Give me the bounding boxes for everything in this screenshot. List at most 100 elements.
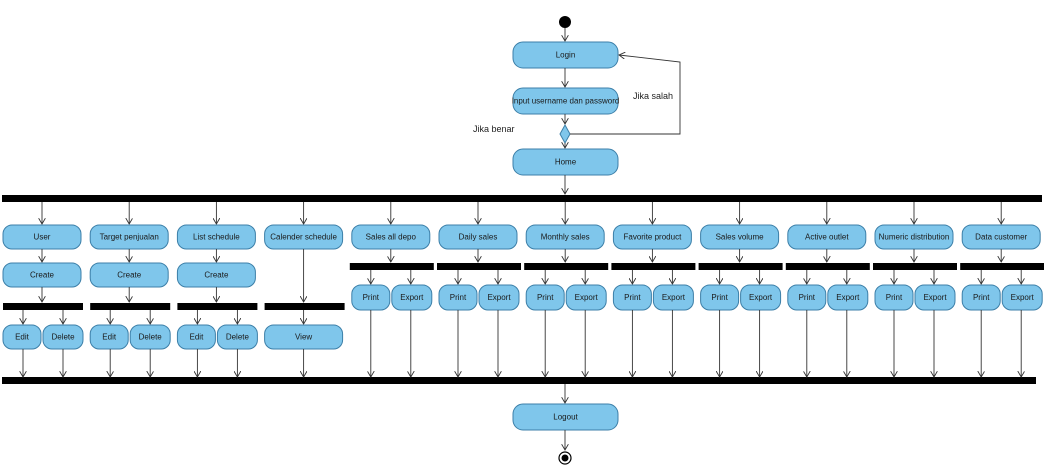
print-numeric-distribution-label: Print	[886, 293, 903, 302]
menu-daily-sales-label: Daily sales	[459, 233, 498, 242]
create-list-schedule[interactable]: Create	[176, 262, 256, 288]
menu-calender-schedule-label: Calender schedule	[270, 233, 337, 242]
fork-bar-list-schedule	[177, 303, 258, 310]
activity-login-label: Login	[556, 51, 576, 60]
fork-bar-active-outlet	[785, 263, 870, 270]
export-favorite-product[interactable]: Export	[652, 284, 694, 311]
menu-list-schedule-label: List schedule	[193, 233, 240, 242]
print-favorite-product[interactable]: Print	[612, 284, 652, 311]
export-daily-sales[interactable]: Export	[478, 284, 520, 311]
menu-active-outlet[interactable]: Active outlet	[787, 224, 867, 250]
create-user-label: Create	[30, 271, 55, 280]
print-daily-sales-label: Print	[450, 293, 467, 302]
fork-bar-numeric-distribution	[873, 263, 957, 270]
export-sales-all-depo[interactable]: Export	[391, 284, 433, 311]
export-active-outlet[interactable]: Export	[827, 284, 869, 311]
fork-bar-sales-volume	[698, 263, 783, 270]
create-user[interactable]: Create	[2, 262, 82, 288]
fork-bar-main	[2, 195, 1042, 202]
join-bar-main	[2, 377, 1036, 384]
activity-logout-label: Logout	[553, 413, 578, 422]
menu-target-penjualan-label: Target penjualan	[100, 233, 159, 242]
export-daily-sales-label: Export	[487, 293, 511, 302]
menu-numeric-distribution-label: Numeric distribution	[879, 233, 950, 242]
menu-daily-sales[interactable]: Daily sales	[438, 224, 518, 250]
fork-bar-data-customer	[960, 263, 1044, 270]
print-daily-sales[interactable]: Print	[438, 284, 478, 311]
print-numeric-distribution[interactable]: Print	[874, 284, 914, 311]
print-sales-all-depo-label: Print	[363, 293, 380, 302]
delete-list-schedule[interactable]: Delete	[216, 324, 258, 350]
export-favorite-product-label: Export	[662, 293, 686, 302]
activity-logout: Logout	[512, 403, 619, 431]
create-target-penjualan[interactable]: Create	[89, 262, 169, 288]
fork-bar-user	[3, 303, 83, 310]
print-monthly-sales-label: Print	[537, 293, 554, 302]
activity-home: Home	[512, 148, 619, 176]
export-sales-volume-label: Export	[749, 293, 773, 302]
print-data-customer-label: Print	[973, 293, 990, 302]
guard-wrong: Jika salah	[633, 91, 673, 101]
activity-input-label: Input username dan password	[512, 97, 620, 106]
activity-login: Login	[512, 41, 619, 69]
menu-sales-all-depo[interactable]: Sales all depo	[351, 224, 431, 250]
delete-list-schedule-label: Delete	[226, 333, 250, 342]
menu-user[interactable]: User	[2, 224, 82, 250]
print-monthly-sales[interactable]: Print	[525, 284, 565, 311]
flow-wrong-loop	[570, 55, 681, 135]
fork-bar-sales-all-depo	[349, 263, 434, 270]
activity-input-credentials: Input username dan password	[512, 87, 620, 115]
menu-user-label: User	[34, 233, 51, 242]
print-data-customer[interactable]: Print	[961, 284, 1001, 311]
menu-monthly-sales-label: Monthly sales	[541, 233, 590, 242]
menu-active-outlet-label: Active outlet	[805, 233, 849, 242]
export-active-outlet-label: Export	[836, 293, 860, 302]
export-monthly-sales[interactable]: Export	[565, 284, 607, 311]
menu-data-customer[interactable]: Data customer	[961, 224, 1041, 250]
export-monthly-sales-label: Export	[575, 293, 599, 302]
export-data-customer[interactable]: Export	[1001, 284, 1043, 311]
print-active-outlet[interactable]: Print	[787, 284, 827, 311]
delete-target-penjualan-label: Delete	[139, 333, 163, 342]
delete-user-label: Delete	[51, 333, 75, 342]
menu-favorite-product-label: Favorite product	[623, 233, 682, 242]
decision-node	[559, 123, 571, 145]
menu-target-penjualan[interactable]: Target penjualan	[89, 224, 169, 250]
edit-user[interactable]: Edit	[2, 324, 42, 350]
fork-bar-calender-schedule	[264, 303, 345, 310]
print-favorite-product-label: Print	[624, 293, 641, 302]
print-sales-all-depo[interactable]: Print	[351, 284, 391, 311]
create-list-schedule-label: Create	[204, 271, 229, 280]
final-node-inner	[561, 454, 569, 462]
menu-monthly-sales[interactable]: Monthly sales	[525, 224, 605, 250]
edit-user-label: Edit	[15, 333, 30, 342]
export-numeric-distribution-label: Export	[923, 293, 947, 302]
menu-list-schedule[interactable]: List schedule	[176, 224, 256, 250]
delete-user[interactable]: Delete	[42, 324, 84, 350]
export-numeric-distribution[interactable]: Export	[914, 284, 956, 311]
edit-target-penjualan-label: Edit	[102, 333, 117, 342]
initial-node	[559, 16, 571, 28]
activity-home-label: Home	[555, 158, 577, 167]
print-sales-volume-label: Print	[711, 293, 728, 302]
print-sales-volume[interactable]: Print	[700, 284, 740, 311]
menu-calender-schedule[interactable]: Calender schedule	[264, 224, 344, 250]
fork-bar-daily-sales	[437, 263, 521, 270]
menu-sales-volume-label: Sales volume	[716, 233, 765, 242]
menu-numeric-distribution[interactable]: Numeric distribution	[874, 224, 954, 250]
delete-target-penjualan[interactable]: Delete	[129, 324, 171, 350]
export-sales-all-depo-label: Export	[400, 293, 424, 302]
print-active-outlet-label: Print	[799, 293, 816, 302]
menu-favorite-product[interactable]: Favorite product	[612, 224, 692, 250]
view-calender-schedule[interactable]: View	[264, 324, 344, 350]
create-target-penjualan-label: Create	[117, 271, 142, 280]
menu-sales-all-depo-label: Sales all depo	[366, 233, 417, 242]
edit-list-schedule[interactable]: Edit	[176, 324, 216, 350]
fork-bar-monthly-sales	[524, 263, 609, 270]
fork-bar-favorite-product	[611, 263, 696, 270]
menu-sales-volume[interactable]: Sales volume	[700, 224, 780, 250]
edit-target-penjualan[interactable]: Edit	[89, 324, 129, 350]
export-sales-volume[interactable]: Export	[740, 284, 782, 311]
